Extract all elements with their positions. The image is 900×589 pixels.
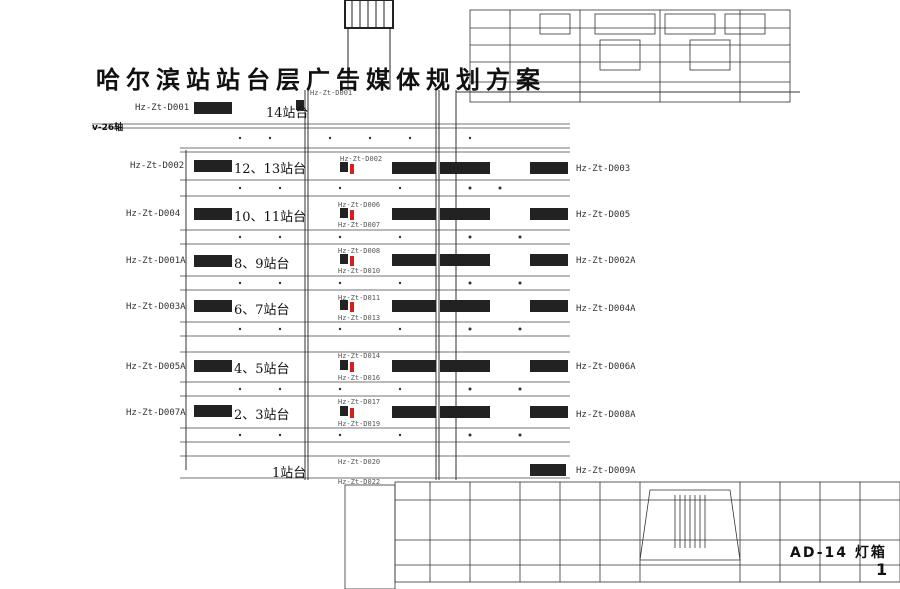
page-title: 哈尔滨站站台层广告媒体规划方案	[96, 65, 546, 94]
legend-text: AD-14 灯箱	[790, 545, 887, 561]
platform-label: 14站台	[266, 106, 309, 121]
legend-number: 1	[876, 560, 888, 579]
left-tag: Hz-Zt-D004	[126, 209, 181, 219]
mid-tag: Hz-Zt-D020	[338, 458, 381, 466]
right-tag: Hz-Zt-D008A	[576, 410, 636, 420]
mid-tag: Hz-Zt-D013	[338, 314, 381, 322]
mid-tag: Hz-Zt-D022	[338, 478, 381, 486]
mid-tag: Hz-Zt-D002	[340, 155, 383, 163]
red-markers	[350, 164, 354, 418]
right-tag: Hz-Zt-D002A	[576, 256, 636, 266]
mid-tag: Hz-Zt-D014	[338, 352, 381, 360]
left-tag: Hz-Zt-D001	[135, 103, 190, 113]
platform-label: 6、7站台	[234, 303, 290, 318]
left-tag: Hz-Zt-D001A	[126, 256, 186, 266]
mid-tag: Hz-Zt-D016	[338, 374, 381, 382]
right-tag: Hz-Zt-D003	[576, 164, 631, 174]
platform-label: 1站台	[272, 466, 307, 481]
platform-tracks	[92, 123, 570, 479]
mid-tag: Hz-Zt-D001	[310, 89, 353, 97]
platform-label: 10、11站台	[234, 210, 307, 225]
mid-tag: Hz-Zt-D011	[338, 294, 381, 302]
left-tag: Hz-Zt-D007A	[126, 408, 186, 418]
platform-label: 2、3站台	[234, 408, 290, 423]
platform-label: 8、9站台	[234, 257, 290, 272]
middle-ad-boxes	[296, 100, 568, 476]
platform-dots	[238, 136, 522, 437]
left-ad-boxes	[194, 102, 232, 417]
mid-tag: Hz-Zt-D007	[338, 221, 381, 229]
mid-tag: Hz-Zt-D017	[338, 398, 381, 406]
mid-tag: Hz-Zt-D008	[338, 247, 381, 255]
left-tag: Hz-Zt-D002	[130, 161, 185, 171]
mid-tag: Hz-Zt-D019	[338, 420, 381, 428]
top-escalator	[344, 0, 394, 90]
right-tag: Hz-Zt-D009A	[576, 466, 636, 476]
right-tag: Hz-Zt-D005	[576, 210, 631, 220]
mid-tag: Hz-Zt-D006	[338, 201, 381, 209]
right-tag: Hz-Zt-D004A	[576, 304, 636, 314]
left-tag: Hz-Zt-D003A	[126, 302, 186, 312]
top-right-building	[469, 9, 791, 103]
bottom-building	[344, 481, 900, 589]
left-tag: Hz-Zt-D005A	[126, 362, 186, 372]
axis-label: v-26轴	[92, 123, 124, 133]
right-tag: Hz-Zt-D006A	[576, 362, 636, 372]
platform-label: 4、5站台	[234, 362, 290, 377]
mid-tag: Hz-Zt-D010	[338, 267, 381, 275]
platform-label: 12、13站台	[234, 162, 307, 177]
structural-columns	[185, 90, 800, 480]
